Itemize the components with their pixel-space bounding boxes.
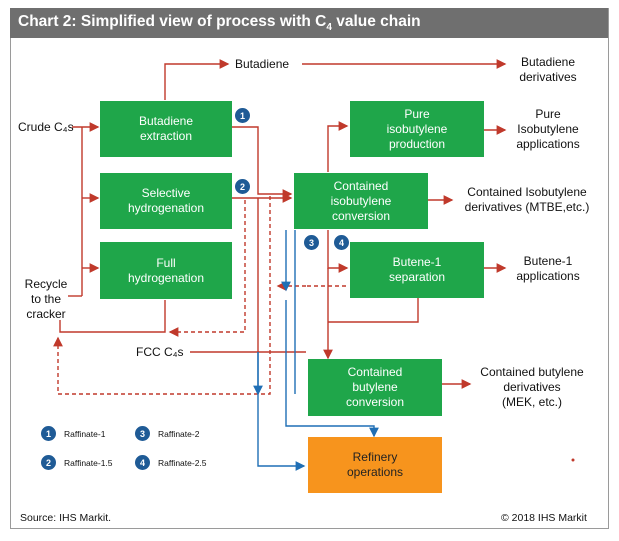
raffinate-badge-3: 3 [304,235,319,250]
source-note: Source: IHS Markit. [20,512,112,524]
legend-badge-1: 1 [41,426,56,441]
selective-hydrogenation-box: Selective hydrogenation [100,173,232,229]
butadiene-derivatives-label: Butadiene derivatives [519,55,577,84]
refinery-operations-box: Refinery operations [308,437,442,493]
pure-isobutylene-applications-label: Pure Isobutylene applications [516,107,580,151]
pure-isobutylene-production-box: Pure isobutylene production [350,101,484,157]
title-bar [10,8,608,38]
legend-label-raffinate-2-5: Raffinate-2.5 [158,458,207,468]
contained-butylene-derivatives-label: Contained butylene derivatives (MEK, etc… [480,365,584,409]
full-hydrogenation-box: Full hydrogenation [100,242,232,299]
butadiene-extraction-box: Butadiene extraction [100,101,232,157]
raffinate-badge-2: 2 [235,179,250,194]
legend-badge-2: 2 [41,455,56,470]
butene-1-separation-box: Butene-1 separation [350,242,484,298]
butene-1-applications-label: Butene-1 applications [516,254,580,283]
contained-isobutylene-derivatives-label: Contained Isobutylene derivatives (MTBE,… [464,185,590,214]
legend-label-raffinate-2: Raffinate-2 [158,429,200,439]
legend-badge-4: 4 [135,455,150,470]
contained-butylene-conversion-box: Contained butylene conversion [308,359,442,416]
copyright-note: © 2018 IHS Markit [501,512,587,524]
contained-isobutylene-conversion-box: Contained isobutylene conversion [294,173,428,229]
chart-title: Chart 2: Simplified view of process with… [18,13,421,34]
raffinate-badge-4: 4 [334,235,349,250]
legend-label-raffinate-1-5: Raffinate-1.5 [64,458,113,468]
recycle-label: Recycle to the cracker [24,277,68,321]
fcc-c4s-label: FCC C₄s [136,345,184,359]
crude-c4s-label: Crude C₄s [18,120,74,134]
butadiene-label: Butadiene [235,57,290,71]
legend-badge-3: 3 [135,426,150,441]
legend-label-raffinate-1: Raffinate-1 [64,429,106,439]
raffinate-badge-1: 1 [235,108,250,123]
